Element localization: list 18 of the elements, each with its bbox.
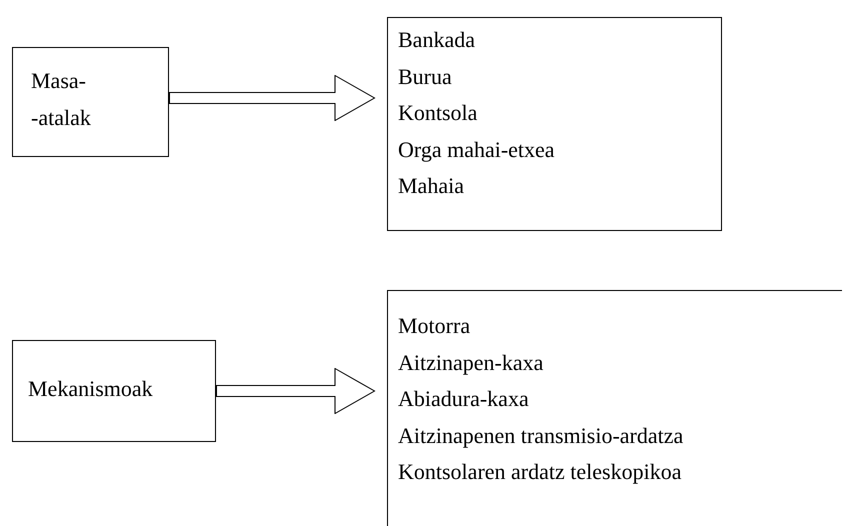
component-box <box>12 340 216 442</box>
list-item: Aitzinapenen transmisio-ardatza <box>398 422 684 450</box>
list-box <box>387 290 842 526</box>
list-item: Bankada <box>398 26 475 54</box>
list-box <box>387 17 722 231</box>
box-label: Mekanismoak <box>28 375 153 403</box>
list-item: Burua <box>398 62 452 90</box>
list-item: Kontsolaren ardatz teleskopikoa <box>398 458 682 486</box>
list-item: Aitzinapen-kaxa <box>398 348 544 377</box>
list-item: Motorra <box>398 312 470 340</box>
list-item: Kontsola <box>398 99 478 127</box>
list-item: Abiadura-kaxa <box>398 385 529 413</box>
list-item: Orga mahai-etxea <box>398 136 555 164</box>
list-item: Mahaia <box>398 172 464 200</box>
component-box <box>12 47 169 157</box>
block-arrow <box>169 75 375 121</box>
block-arrow <box>216 368 375 414</box>
box-label: Masa- -atalak <box>31 67 92 132</box>
